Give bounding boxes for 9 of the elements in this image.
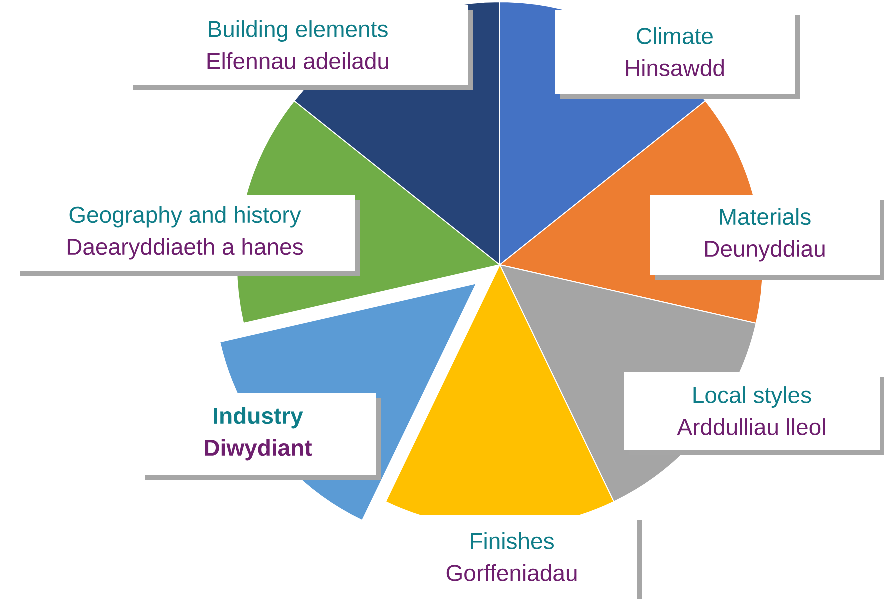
label-box: Industry Diwydiant [140,392,381,480]
label-box: Building elements Elfennau adeiladu [128,5,473,90]
label-box: Climate Hinsawdd [555,10,800,99]
label-box: Geography and history Daearyddiaeth a hanes [15,195,360,276]
label-box: Materials Deunyddiau [650,195,884,280]
node-label: Gorffeniadau [446,564,577,582]
label-box: Finishes Gorffeniadau [387,514,642,599]
node-label: Finishes [471,532,554,550]
label-box: Local styles Arddulliau lleol [624,372,884,455]
